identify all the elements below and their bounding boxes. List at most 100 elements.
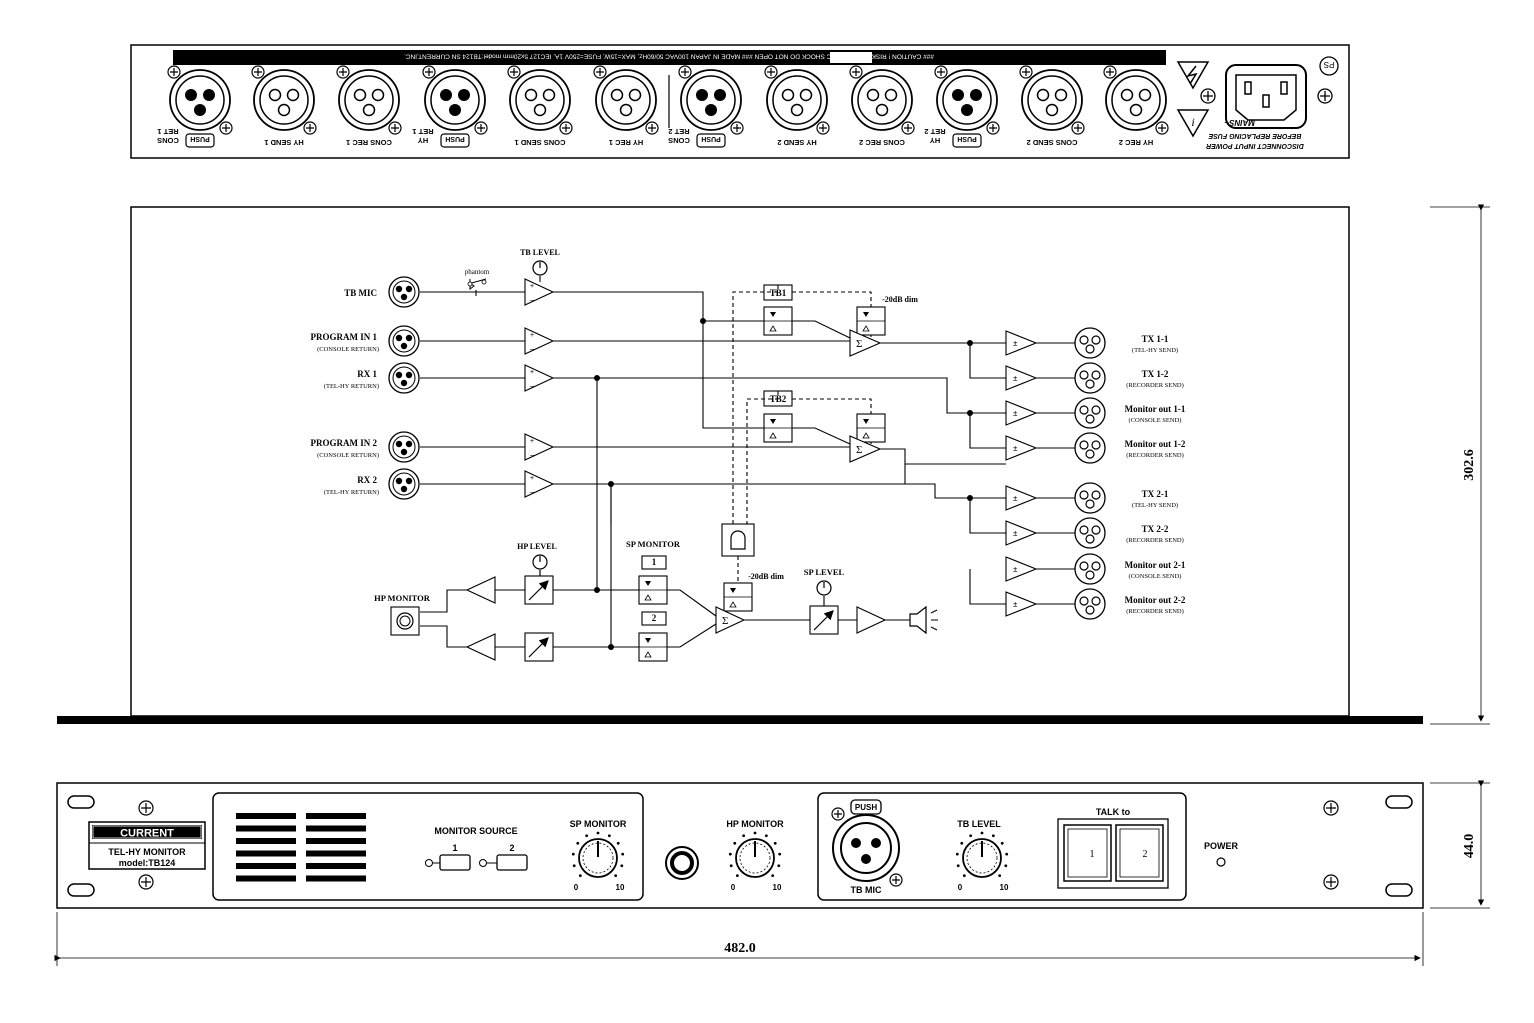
rear-xlr-connector[interactable]: HY SEND 2 [764,65,830,147]
scale-dot [773,841,777,845]
input-subtitle: (TEL-HY RETURN) [324,383,379,390]
rear-connector-label: CONS [668,136,690,145]
knob-body[interactable] [962,838,1002,878]
signal-line [792,320,851,339]
push-label: PUSH [445,135,464,142]
scale-dot [991,834,995,838]
scale-dot [585,834,589,838]
input-connector [388,362,420,394]
rear-connector-label: HY REC 1 [609,138,643,147]
input-name: RX 2 [357,475,377,485]
input-subtitle: (CONSOLE RETURN) [317,452,379,459]
talk-to-2-button[interactable] [1115,824,1164,882]
sum-amplifier-1: Σ [849,329,882,357]
screw-icon [593,65,607,79]
scale-dot [616,841,620,845]
output-name: TX 2-1 [1142,489,1169,499]
input-connector [388,431,420,463]
rear-xlr-connector[interactable]: CONS REC 1 [336,65,402,147]
rear-connector-label: HY SEND 1 [264,138,303,147]
screw-icon [1323,800,1339,816]
scale-dot [571,852,575,856]
push-tab[interactable]: PUSH [696,133,726,148]
signal-line [553,291,764,429]
scale-dot [1000,841,1004,845]
output-subtitle: (TEL-HY SEND) [1132,347,1178,354]
src2-led [479,859,487,867]
knob-body[interactable] [735,838,775,878]
rear-panel: ### CAUTION ! RISK OF ELECTRIC SHOCK DO … [130,44,1350,159]
screw-icon [251,65,265,79]
rear-xlr-connector[interactable]: HY REC 2 [1103,65,1169,147]
talk-1-label: 1 [1090,849,1095,860]
push-tab[interactable]: PUSH [440,133,470,148]
svg-text:±: ± [1013,374,1018,383]
hp-level-label: HP LEVEL [517,542,557,551]
scale-dot [596,831,600,835]
screw-icon [1019,65,1033,79]
info-warning-icon [1176,109,1210,138]
scale-dot [1005,852,1009,856]
output-amplifier: ± [1005,330,1038,356]
fuse-warning-line2: DISCONNECT INPUT POWER [1206,142,1304,149]
svg-text:+: + [530,369,534,376]
screw-icon [303,121,317,135]
grille-slot [306,850,366,857]
screw-icon [849,65,863,79]
monitor-source-1-button[interactable] [439,854,471,871]
dimension-lines: 302.6 44.0 482.0 [54,204,1490,966]
brand-name: CURRENT [120,828,174,840]
grille-slot [306,825,366,832]
control-line [746,391,779,524]
model-line1: TEL-HY MONITOR [108,847,186,857]
svg-text:Σ: Σ [856,338,862,350]
knob-body[interactable] [578,838,618,878]
tb2-switch [763,413,793,443]
output-amplifier: ± [1005,485,1038,511]
talk-to-1-button[interactable] [1063,824,1112,882]
scale-min-label: 0 [958,883,963,892]
sp-dim-block [723,582,753,612]
rear-xlr-connector[interactable]: CONS SEND 2 [1019,65,1085,147]
scale-dot [733,841,737,845]
push-label: PUSH [855,803,877,812]
rear-xlr-connector[interactable]: HY SEND 1 [251,65,317,147]
scale-dot [998,874,1002,878]
output-subtitle: (RECORDER SEND) [1126,382,1184,389]
rear-xlr-connector[interactable]: CONS REC 2 [849,65,915,147]
push-tab[interactable]: PUSH [952,133,982,148]
screw-icon [167,65,181,79]
sp-monitor-label: SP MONITOR [626,539,681,549]
output-subtitle: (RECORDER SEND) [1126,452,1184,459]
svg-text:–: – [530,383,534,390]
rear-xlr-connector[interactable]: CONS SEND 1 [507,65,573,147]
screw-icon [388,121,402,135]
front-panel: CURRENT TEL-HY MONITOR model:TB124 MONIT… [56,782,1424,909]
tb1-box-label: TB1 [770,288,787,298]
monitor-source-label: MONITOR SOURCE [434,826,517,836]
control-line [792,398,872,414]
rear-xlr-connector[interactable]: HY REC 1 [593,65,659,147]
output-connector [1074,482,1106,514]
output-name: Monitor out 1-1 [1125,404,1186,414]
svg-text:±: ± [1013,529,1018,538]
signal-line [969,498,1006,534]
screw-icon [1155,121,1169,135]
monitor-source-2-button[interactable] [496,854,528,871]
rear-connector-label: RET 1 [412,127,433,136]
screw-icon [422,65,436,79]
grille-slot [236,813,296,819]
signal-line [667,623,717,648]
push-tab[interactable]: PUSH [185,133,215,148]
depth-dimension: 302.6 [1462,449,1477,481]
push-label: PUSH [957,135,976,142]
output-name: TX 2-2 [1142,524,1169,534]
